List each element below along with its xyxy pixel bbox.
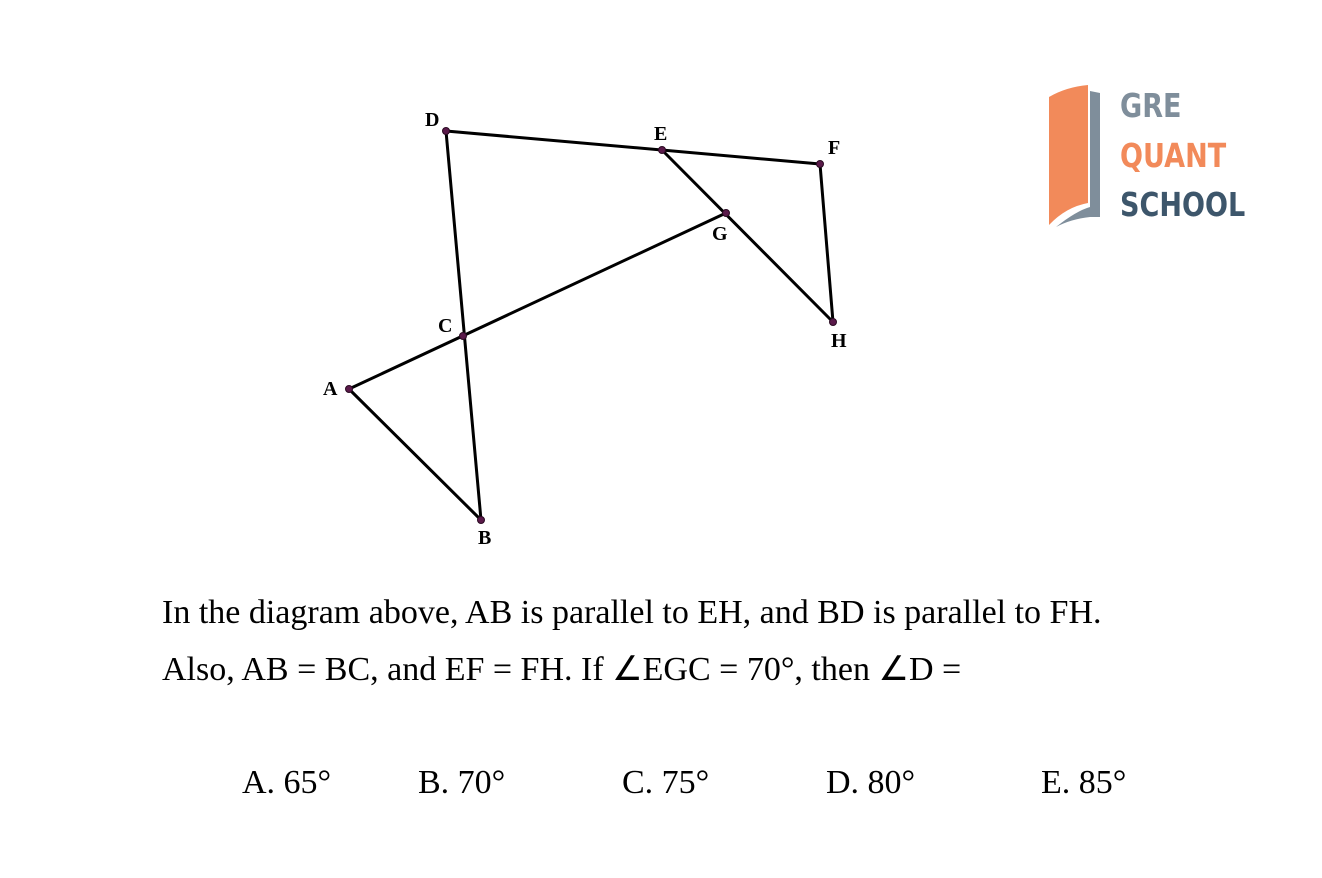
point-label-d: D: [425, 109, 439, 131]
option-a[interactable]: A. 65°: [242, 764, 332, 801]
point-f: [816, 160, 824, 168]
point-label-a: A: [323, 378, 338, 400]
question-line-2: Also, AB = BC, and EF = FH. If ∠EGC = 70…: [162, 651, 962, 688]
segment-df: [444, 129, 822, 166]
point-h: [829, 318, 837, 326]
option-b[interactable]: B. 70°: [418, 764, 506, 801]
point-label-g: G: [712, 223, 728, 245]
point-label-c: C: [438, 315, 452, 337]
book-icon: [1049, 85, 1100, 227]
point-b: [477, 516, 485, 524]
logo-line-gre: GRE: [1120, 86, 1182, 125]
option-e[interactable]: E. 85°: [1041, 764, 1127, 801]
point-label-h: H: [831, 330, 847, 352]
question-line-1: In the diagram above, AB is parallel to …: [162, 594, 1102, 631]
option-d[interactable]: D. 80°: [826, 764, 916, 801]
segment-fh: [818, 162, 835, 324]
segment-eh: [660, 148, 835, 324]
segment-ab: [347, 387, 483, 522]
option-c[interactable]: C. 75°: [622, 764, 710, 801]
logo-line-quant: QUANT: [1120, 136, 1227, 175]
point-c: [459, 332, 467, 340]
gre-quant-school-logo: GRE QUANT SCHOOL: [1046, 85, 1256, 230]
segment-db: [444, 129, 483, 522]
point-e: [658, 146, 666, 154]
point-g: [722, 209, 730, 217]
point-label-b: B: [478, 527, 491, 549]
point-a: [345, 385, 353, 393]
point-d: [442, 127, 450, 135]
logo-line-school: SCHOOL: [1120, 185, 1246, 224]
segment-ag: [347, 211, 728, 391]
point-label-e: E: [654, 123, 667, 145]
point-label-f: F: [828, 137, 840, 159]
